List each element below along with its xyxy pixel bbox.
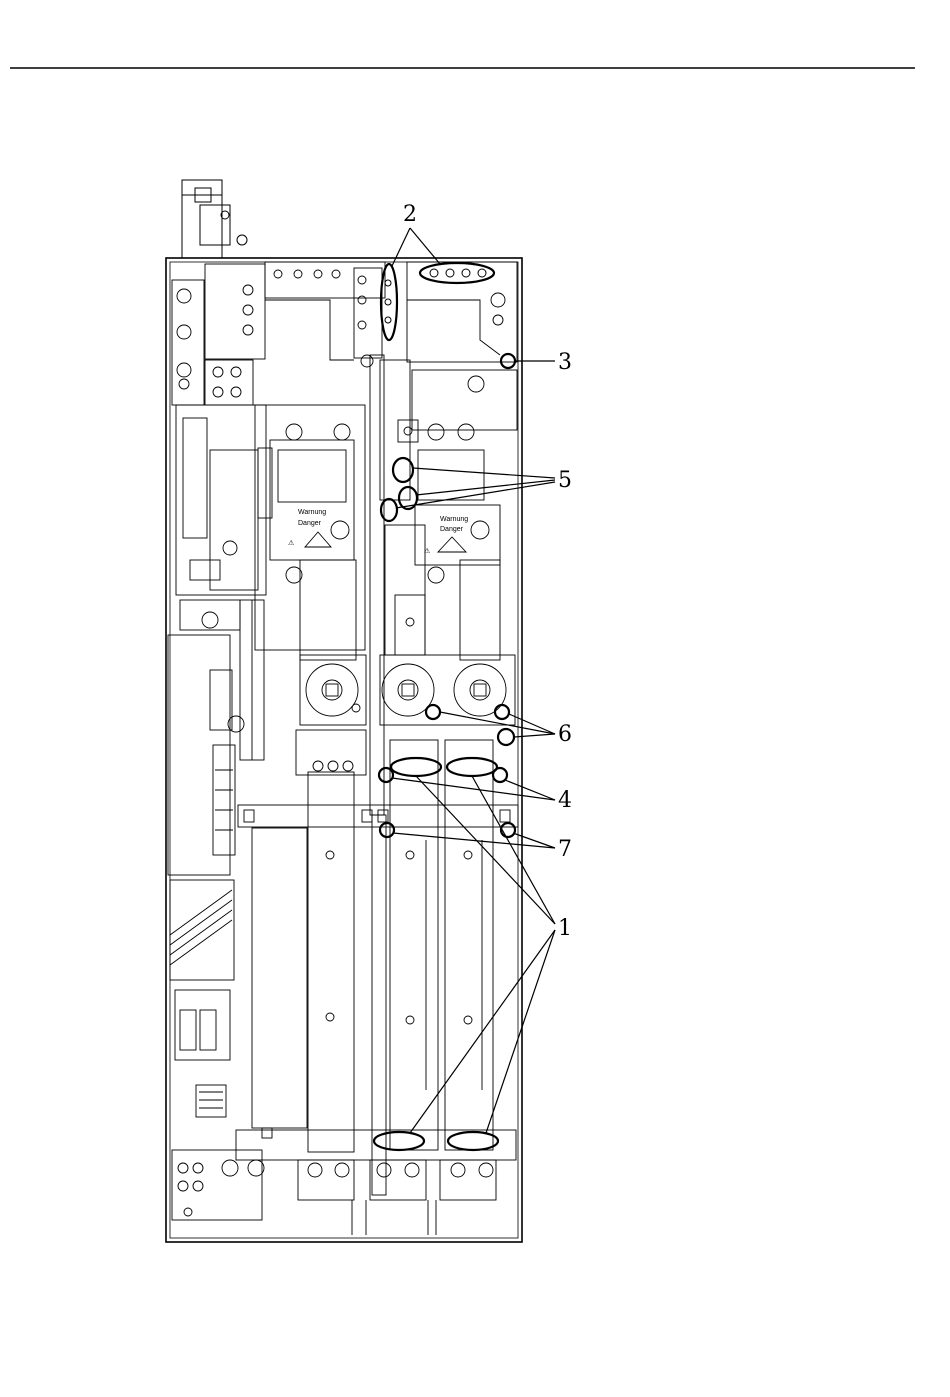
lower-bays bbox=[236, 740, 518, 1235]
cabinet-frame bbox=[166, 180, 522, 1242]
left-danger-label: Danger bbox=[298, 520, 322, 527]
top-busbar-area bbox=[265, 262, 517, 367]
callout-5: 5 bbox=[558, 468, 572, 493]
callout-7: 7 bbox=[558, 837, 572, 862]
left-warning-glyph: ⚠ bbox=[288, 539, 294, 547]
right-warning-label: Warnung bbox=[440, 516, 468, 523]
callout-6: 6 bbox=[558, 722, 572, 747]
left-warning-label: Warnung bbox=[298, 509, 326, 516]
callout-1: 1 bbox=[558, 916, 572, 941]
left-column bbox=[168, 264, 272, 1220]
right-danger-label: Danger bbox=[440, 526, 464, 533]
right-power-module: Warnung Danger ⚠ bbox=[380, 370, 517, 725]
leader-lines bbox=[392, 228, 555, 1133]
callout-4: 4 bbox=[558, 788, 572, 813]
callout-3: 3 bbox=[558, 350, 572, 375]
callout-markers bbox=[374, 263, 515, 1150]
callout-2: 2 bbox=[403, 202, 417, 227]
